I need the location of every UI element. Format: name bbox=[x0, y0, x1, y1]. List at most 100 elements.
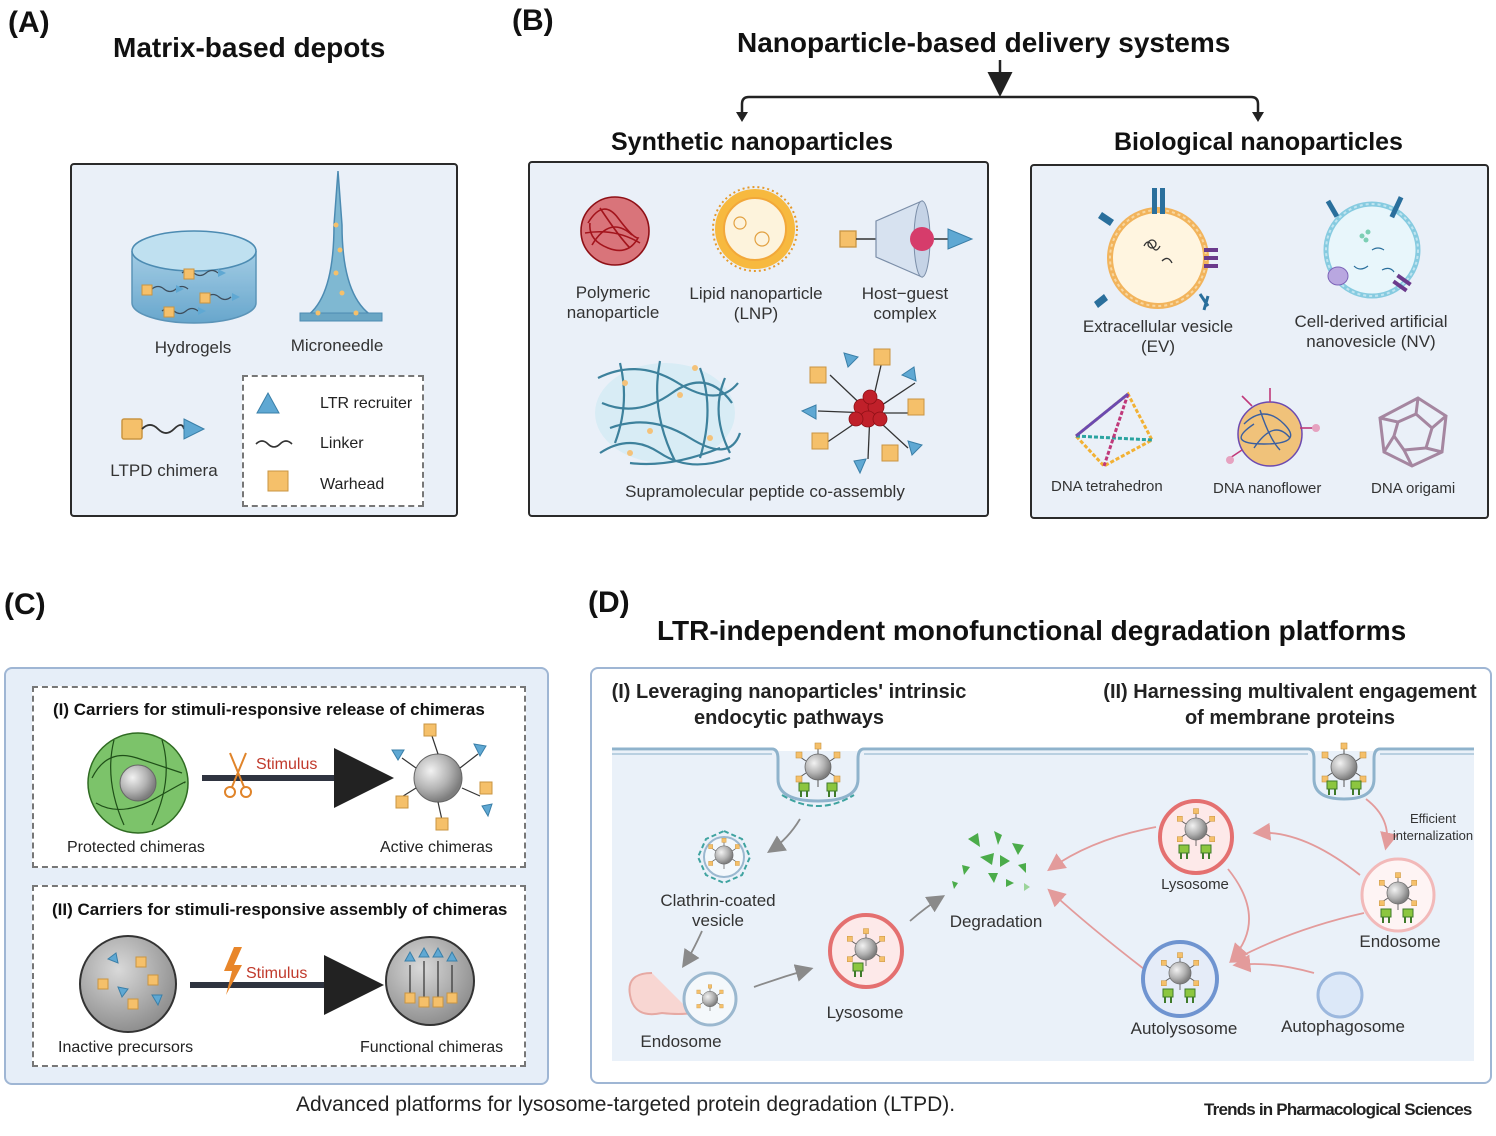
dna-tetrahedron-icon bbox=[1073, 391, 1155, 468]
host-guest-label: Host−guest complex bbox=[842, 284, 968, 324]
hydrogels-label: Hydrogels bbox=[154, 338, 232, 357]
panel-b-label: (B) bbox=[512, 4, 554, 37]
lysosome1-icon bbox=[828, 913, 904, 989]
warhead-icon bbox=[267, 470, 289, 492]
autolysosome-label: Autolysosome bbox=[1130, 1019, 1238, 1038]
legend-linker: Linker bbox=[320, 435, 364, 452]
lysosome2-icon bbox=[1158, 799, 1234, 875]
lipid-nanoparticle-icon bbox=[712, 186, 798, 272]
endosome1-label: Endosome bbox=[640, 1032, 722, 1051]
flower-label: DNA nanoflower bbox=[1213, 480, 1322, 497]
panel-b-branch-arrows bbox=[736, 60, 1264, 122]
assembly-stimulus: Stimulus bbox=[246, 965, 308, 982]
autolysosome-icon bbox=[1141, 940, 1219, 1018]
lightning-icon bbox=[224, 947, 242, 995]
legend-recruiter: LTR recruiter bbox=[320, 395, 413, 412]
protected-chimera-icon bbox=[87, 732, 189, 834]
figure-caption: Advanced platforms for lysosome-targeted… bbox=[296, 1093, 956, 1116]
efficient-line2: internalization bbox=[1392, 828, 1474, 843]
polymeric-label-line2: nanoparticle bbox=[566, 303, 660, 322]
biological-title: Biological nanoparticles bbox=[1114, 128, 1403, 156]
release-illustration bbox=[87, 723, 493, 834]
linker-icon bbox=[255, 440, 293, 448]
origami-label: DNA origami bbox=[1371, 480, 1456, 497]
ev-label-line1: Extracellular vesicle bbox=[1082, 317, 1234, 336]
panel-d-illustration bbox=[612, 742, 1474, 1061]
dna-nanoflower-icon bbox=[1226, 388, 1320, 467]
polymeric-nanoparticle-icon bbox=[580, 196, 650, 266]
lysosome1-label: Lysosome bbox=[826, 1003, 904, 1022]
nv-label: Cell-derived artificial nanovesicle (NV) bbox=[1280, 312, 1462, 352]
efficient-label: Efficient internalization bbox=[1378, 810, 1488, 844]
nv-label-line2: nanovesicle (NV) bbox=[1306, 332, 1436, 351]
panel-a-box: Hydrogels Microneedle LTPD chimera LTR r… bbox=[70, 163, 458, 517]
panel-a-illustration bbox=[121, 170, 383, 440]
functional-label: Functional chimeras bbox=[360, 1039, 504, 1056]
sub1-label: (I) Leveraging nanoparticles' intrinsic … bbox=[604, 679, 974, 731]
microneedle-icon bbox=[299, 170, 383, 322]
sub1-line1: (I) Leveraging nanoparticles' intrinsic bbox=[611, 681, 967, 703]
recruiter-icon bbox=[256, 391, 280, 414]
ltpd-chimera-icon bbox=[121, 418, 206, 440]
cell-membrane bbox=[612, 747, 1474, 803]
sub2-line1: (II) Harnessing multivalent engagement bbox=[1103, 681, 1477, 703]
panel-c-box: (I) Carriers for stimuli-responsive rele… bbox=[4, 667, 549, 1085]
sub2-line2: of membrane proteins bbox=[1184, 707, 1396, 729]
journal-logo: Trends in Pharmacological Sciences bbox=[1204, 1100, 1472, 1119]
autophagosome-icon bbox=[1316, 971, 1364, 1019]
microneedle-label: Microneedle bbox=[290, 336, 384, 355]
polymeric-label-line1: Polymeric bbox=[575, 283, 651, 302]
inactive-label: Inactive precursors bbox=[58, 1039, 194, 1056]
ev-label: Extracellular vesicle (EV) bbox=[1072, 317, 1244, 357]
extracellular-vesicle-icon bbox=[1094, 188, 1218, 311]
dna-origami-icon bbox=[1378, 396, 1448, 468]
tetra-label: DNA tetrahedron bbox=[1051, 478, 1163, 495]
panel-d-box: (I) Leveraging nanoparticles' intrinsic … bbox=[590, 667, 1492, 1084]
panel-c-label: (C) bbox=[4, 588, 46, 621]
micelle-icon bbox=[800, 348, 925, 475]
sub1-line2: endocytic pathways bbox=[693, 707, 885, 729]
sub2-label: (II) Harnessing multivalent engagement o… bbox=[1092, 679, 1488, 731]
chimera-label: LTPD chimera bbox=[110, 461, 218, 480]
endosome1-icon bbox=[628, 971, 738, 1027]
scissors-icon bbox=[224, 752, 252, 798]
protected-label: Protected chimeras bbox=[67, 839, 205, 856]
biological-illustration bbox=[1073, 188, 1448, 468]
panel-a-title: Matrix-based depots bbox=[113, 32, 386, 63]
legend-warhead: Warhead bbox=[320, 476, 385, 493]
lnp-label-line2: (LNP) bbox=[733, 304, 779, 323]
panel-d-label: (D) bbox=[588, 586, 630, 619]
efficient-line1: Efficient bbox=[1409, 811, 1456, 826]
autophagosome-label: Autophagosome bbox=[1281, 1017, 1405, 1036]
active-label: Active chimeras bbox=[380, 839, 493, 856]
ev-label-line2: (EV) bbox=[1141, 337, 1175, 356]
synthetic-box: Polymeric nanoparticle Lipid nanoparticl… bbox=[528, 161, 989, 517]
inactive-precursor-icon bbox=[79, 935, 177, 1033]
host-guest-icon bbox=[839, 200, 974, 278]
panel-a-label: (A) bbox=[8, 6, 50, 39]
release-stimulus: Stimulus bbox=[256, 756, 318, 773]
host-guest-label-line1: Host−guest bbox=[861, 284, 949, 303]
assembly-illustration bbox=[79, 935, 475, 1033]
nanovesicle-icon bbox=[1323, 196, 1421, 299]
lysosome2-label: Lysosome bbox=[1161, 876, 1229, 893]
synthetic-title: Synthetic nanoparticles bbox=[611, 128, 894, 156]
legend-box: LTR recruiter Linker Warhead bbox=[242, 375, 424, 507]
lnp-label: Lipid nanoparticle (LNP) bbox=[680, 284, 832, 324]
panel-b-title: Nanoparticle-based delivery systems bbox=[737, 27, 1231, 58]
assembly-title: (II) Carriers for stimuli-responsive ass… bbox=[52, 900, 508, 919]
clathrin-line2: vesicle bbox=[692, 911, 744, 930]
release-title: (I) Carriers for stimuli-responsive rele… bbox=[53, 700, 485, 719]
endosome2-label: Endosome bbox=[1359, 932, 1441, 951]
supra-label: Supramolecular peptide co-assembly bbox=[625, 482, 905, 501]
nv-label-line1: Cell-derived artificial bbox=[1294, 312, 1448, 331]
functional-chimera-icon bbox=[385, 936, 475, 1026]
active-chimera-icon bbox=[391, 723, 493, 831]
endosome2-icon bbox=[1360, 857, 1436, 933]
hydrogel-icon bbox=[131, 230, 257, 324]
panel-d-title: LTR-independent monofunctional degradati… bbox=[657, 615, 1407, 646]
release-box: (I) Carriers for stimuli-responsive rele… bbox=[32, 686, 526, 868]
synthetic-illustration bbox=[580, 186, 974, 475]
clathrin-line1: Clathrin-coated bbox=[660, 891, 776, 910]
polymeric-label: Polymeric nanoparticle bbox=[552, 283, 674, 323]
